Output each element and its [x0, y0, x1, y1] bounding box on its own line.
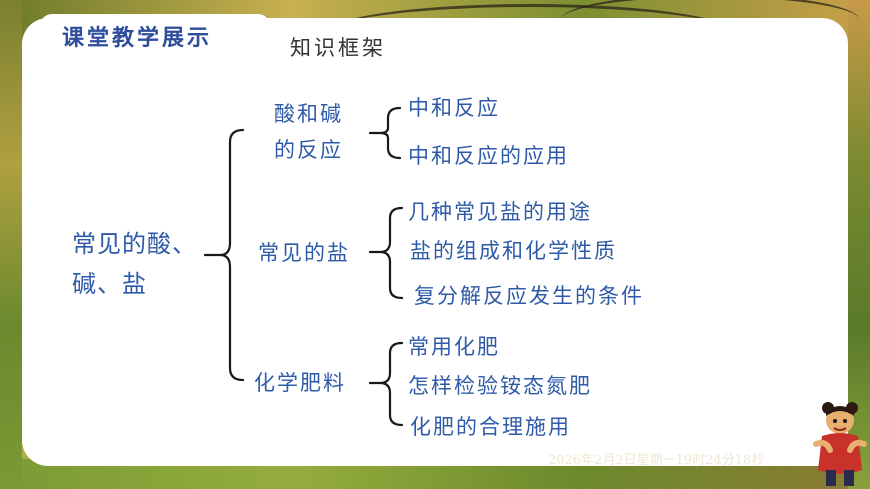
section-subtitle: 知识框架 [290, 36, 386, 60]
branch-node-fertilizers: 化学肥料 [254, 371, 346, 395]
leaf-node: 化肥的合理施用 [410, 415, 571, 439]
header-tab [40, 14, 270, 56]
branch2-brace [379, 206, 404, 300]
branch3-brace [379, 341, 404, 427]
leaf-node: 几种常见盐的用途 [408, 200, 592, 224]
root-brace [219, 128, 245, 382]
branch-label-line2: 的反应 [274, 138, 343, 162]
leaf-node: 中和反应的应用 [408, 144, 569, 168]
leaf-node: 常用化肥 [408, 335, 500, 359]
mascot-character-icon [813, 402, 867, 486]
leaf-node: 中和反应 [408, 96, 500, 120]
root-line2: 碱、盐 [72, 270, 147, 298]
timestamp: 2026年2月2日星期一19时24分18秒 [548, 453, 765, 468]
branch1-brace [379, 106, 402, 160]
branch-label-line1: 酸和碱 [274, 102, 343, 126]
background-wire [320, 4, 740, 67]
root-node: 常见的酸、 碱、盐 [72, 224, 197, 304]
background-left-band [0, 0, 22, 489]
content-panel [22, 18, 848, 466]
leaf-node: 怎样检验铵态氮肥 [408, 374, 592, 398]
root-line1: 常见的酸、 [72, 230, 197, 258]
branch-node-acid-base: 酸和碱 的反应 [274, 96, 343, 168]
leaf-node: 盐的组成和化学性质 [410, 239, 617, 263]
page-title: 课堂教学展示 [62, 26, 213, 51]
background-right-band [848, 0, 870, 489]
leaf-node: 复分解反应发生的条件 [414, 284, 644, 308]
branch-node-salts: 常见的盐 [258, 241, 350, 265]
